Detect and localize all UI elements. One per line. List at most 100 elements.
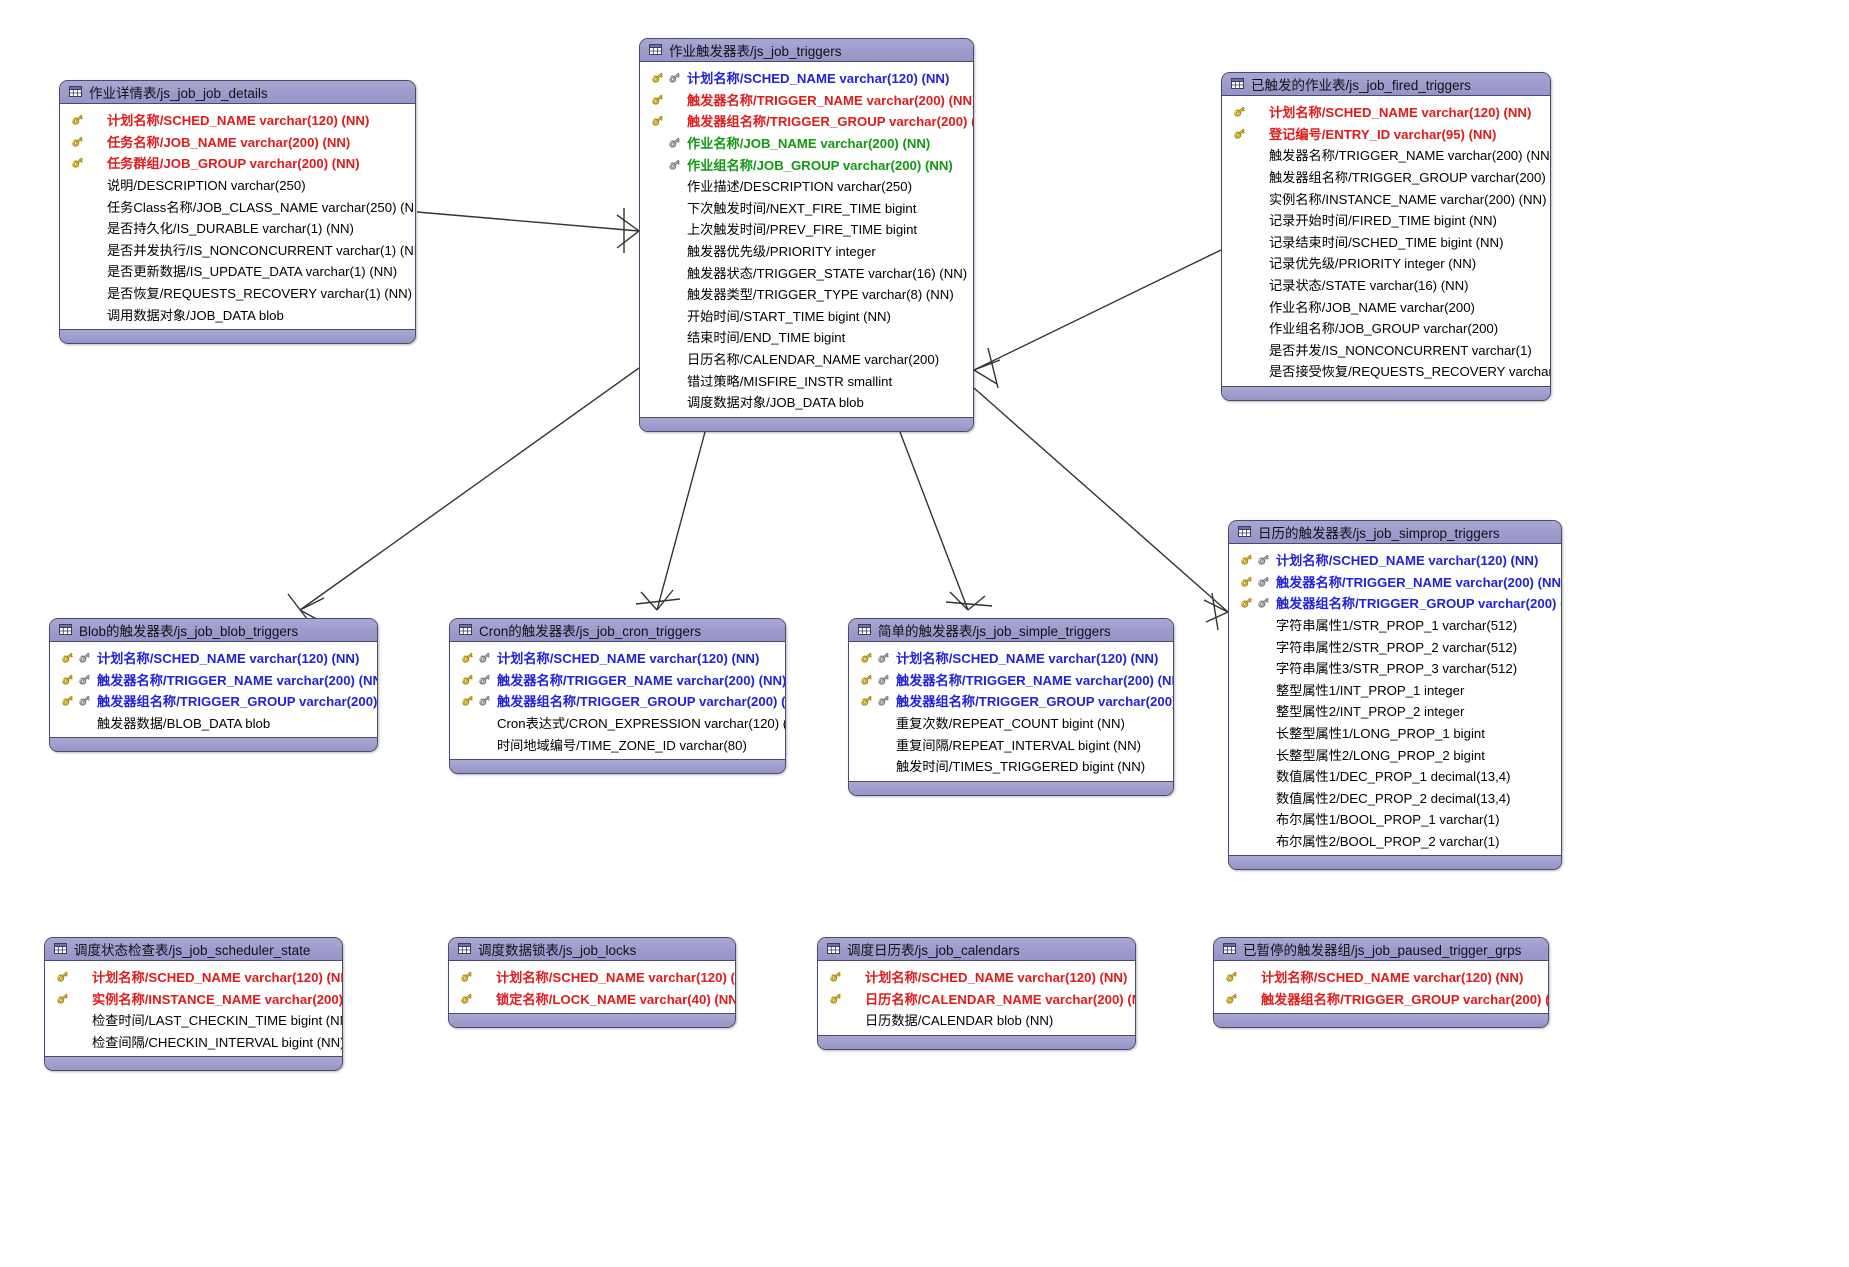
- attribute-row[interactable]: 日历名称/CALENDAR_NAME varchar(200): [640, 348, 973, 370]
- entity-paused_trigger_grps[interactable]: 已暂停的触发器组/js_job_paused_trigger_grps 计划名称/…: [1213, 937, 1549, 1029]
- attribute-row[interactable]: 重复间隔/REPEAT_INTERVAL bigint (NN): [849, 733, 1173, 755]
- entity-header-job_triggers[interactable]: 作业触发器表/js_job_triggers: [640, 39, 973, 62]
- attribute-row[interactable]: 实例名称/INSTANCE_NAME varchar(200) (NN): [1222, 187, 1550, 209]
- attribute-row[interactable]: 是否更新数据/IS_UPDATE_DATA varchar(1) (NN): [60, 260, 415, 282]
- attribute-row[interactable]: 计划名称/SCHED_NAME varchar(120) (NN): [450, 647, 785, 669]
- attribute-row[interactable]: 计划名称/SCHED_NAME varchar(120) (NN): [640, 67, 973, 89]
- entity-locks[interactable]: 调度数据锁表/js_job_locks 计划名称/SCHED_NAME varch…: [448, 937, 736, 1029]
- attribute-row[interactable]: 字符串属性3/STR_PROP_3 varchar(512): [1229, 657, 1561, 679]
- attribute-row[interactable]: 整型属性1/INT_PROP_1 integer: [1229, 679, 1561, 701]
- attribute-row[interactable]: 说明/DESCRIPTION varchar(250): [60, 174, 415, 196]
- attribute-row[interactable]: 调度数据对象/JOB_DATA blob: [640, 391, 973, 413]
- attribute-row[interactable]: 实例名称/INSTANCE_NAME varchar(200) (NN): [45, 988, 342, 1010]
- attribute-row[interactable]: 重复次数/REPEAT_COUNT bigint (NN): [849, 712, 1173, 734]
- entity-header-scheduler_state[interactable]: 调度状态检查表/js_job_scheduler_state: [45, 938, 342, 961]
- attribute-row[interactable]: 触发器数据/BLOB_DATA blob: [50, 712, 377, 734]
- attribute-row[interactable]: 上次触发时间/PREV_FIRE_TIME bigint: [640, 218, 973, 240]
- attribute-row[interactable]: 触发器组名称/TRIGGER_GROUP varchar(200) (NN): [1214, 988, 1548, 1010]
- attribute-row[interactable]: 登记编号/ENTRY_ID varchar(95) (NN): [1222, 123, 1550, 145]
- attribute-row[interactable]: 字符串属性1/STR_PROP_1 varchar(512): [1229, 614, 1561, 636]
- attribute-row[interactable]: 计划名称/SCHED_NAME varchar(120) (NN): [818, 966, 1135, 988]
- attribute-row[interactable]: 触发器名称/TRIGGER_NAME varchar(200) (NN): [640, 89, 973, 111]
- entity-fired_triggers[interactable]: 已触发的作业表/js_job_fired_triggers 计划名称/SCHED_…: [1221, 72, 1551, 401]
- attribute-row[interactable]: 数值属性1/DEC_PROP_1 decimal(13,4): [1229, 765, 1561, 787]
- entity-job_triggers[interactable]: 作业触发器表/js_job_triggers 计划名称/SCHED_NAME va…: [639, 38, 974, 432]
- entity-header-job_details[interactable]: 作业详情表/js_job_job_details: [60, 81, 415, 104]
- attribute-row[interactable]: 触发器组名称/TRIGGER_GROUP varchar(200) (NN): [450, 690, 785, 712]
- attribute-row[interactable]: Cron表达式/CRON_EXPRESSION varchar(120) (NN…: [450, 712, 785, 734]
- attribute-row[interactable]: 开始时间/START_TIME bigint (NN): [640, 305, 973, 327]
- attribute-row[interactable]: 记录结束时间/SCHED_TIME bigint (NN): [1222, 231, 1550, 253]
- attribute-row[interactable]: 作业描述/DESCRIPTION varchar(250): [640, 175, 973, 197]
- attribute-row[interactable]: 计划名称/SCHED_NAME varchar(120) (NN): [849, 647, 1173, 669]
- entity-header-calendars[interactable]: 调度日历表/js_job_calendars: [818, 938, 1135, 961]
- entity-header-fired_triggers[interactable]: 已触发的作业表/js_job_fired_triggers: [1222, 73, 1550, 96]
- entity-simple_triggers[interactable]: 简单的触发器表/js_job_simple_triggers 计划名称/SCHED…: [848, 618, 1174, 796]
- attribute-row[interactable]: 触发器组名称/TRIGGER_GROUP varchar(200) (NN): [849, 690, 1173, 712]
- attribute-row[interactable]: 长整型属性1/LONG_PROP_1 bigint: [1229, 722, 1561, 744]
- attribute-row[interactable]: 触发器名称/TRIGGER_NAME varchar(200) (NN): [50, 669, 377, 691]
- attribute-row[interactable]: 触发时间/TIMES_TRIGGERED bigint (NN): [849, 755, 1173, 777]
- entity-header-locks[interactable]: 调度数据锁表/js_job_locks: [449, 938, 735, 961]
- attribute-row[interactable]: 触发器组名称/TRIGGER_GROUP varchar(200) (NN): [50, 690, 377, 712]
- entity-header-cron_triggers[interactable]: Cron的触发器表/js_job_cron_triggers: [450, 619, 785, 642]
- attribute-row[interactable]: 锁定名称/LOCK_NAME varchar(40) (NN): [449, 988, 735, 1010]
- attribute-row[interactable]: 作业名称/JOB_NAME varchar(200) (NN): [640, 132, 973, 154]
- attribute-row[interactable]: 计划名称/SCHED_NAME varchar(120) (NN): [60, 109, 415, 131]
- attribute-row[interactable]: 长整型属性2/LONG_PROP_2 bigint: [1229, 743, 1561, 765]
- attribute-row[interactable]: 字符串属性2/STR_PROP_2 varchar(512): [1229, 635, 1561, 657]
- attribute-row[interactable]: 计划名称/SCHED_NAME varchar(120) (NN): [50, 647, 377, 669]
- attribute-row[interactable]: 触发器优先级/PRIORITY integer: [640, 240, 973, 262]
- attribute-row[interactable]: 记录状态/STATE varchar(16) (NN): [1222, 274, 1550, 296]
- attribute-row[interactable]: 计划名称/SCHED_NAME varchar(120) (NN): [449, 966, 735, 988]
- attribute-row[interactable]: 数值属性2/DEC_PROP_2 decimal(13,4): [1229, 787, 1561, 809]
- entity-calendars[interactable]: 调度日历表/js_job_calendars 计划名称/SCHED_NAME va…: [817, 937, 1136, 1050]
- attribute-row[interactable]: 触发器组名称/TRIGGER_GROUP varchar(200) (NN): [640, 110, 973, 132]
- attribute-row[interactable]: 日历名称/CALENDAR_NAME varchar(200) (NN): [818, 988, 1135, 1010]
- attribute-row[interactable]: 作业组名称/JOB_GROUP varchar(200) (NN): [640, 153, 973, 175]
- attribute-row[interactable]: 结束时间/END_TIME bigint: [640, 326, 973, 348]
- attribute-row[interactable]: 触发器组名称/TRIGGER_GROUP varchar(200) (NN): [1222, 166, 1550, 188]
- attribute-row[interactable]: 是否接受恢复/REQUESTS_RECOVERY varchar(1): [1222, 360, 1550, 382]
- attribute-row[interactable]: 日历数据/CALENDAR blob (NN): [818, 1009, 1135, 1031]
- attribute-row[interactable]: 记录开始时间/FIRED_TIME bigint (NN): [1222, 209, 1550, 231]
- entity-header-paused_trigger_grps[interactable]: 已暂停的触发器组/js_job_paused_trigger_grps: [1214, 938, 1548, 961]
- attribute-row[interactable]: 调用数据对象/JOB_DATA blob: [60, 303, 415, 325]
- attribute-row[interactable]: 布尔属性2/BOOL_PROP_2 varchar(1): [1229, 830, 1561, 852]
- attribute-row[interactable]: 是否并发/IS_NONCONCURRENT varchar(1): [1222, 339, 1550, 361]
- attribute-row[interactable]: 检查间隔/CHECKIN_INTERVAL bigint (NN): [45, 1031, 342, 1053]
- attribute-row[interactable]: 布尔属性1/BOOL_PROP_1 varchar(1): [1229, 808, 1561, 830]
- entity-cron_triggers[interactable]: Cron的触发器表/js_job_cron_triggers 计划名称/SCHED…: [449, 618, 786, 774]
- attribute-row[interactable]: 时间地域编号/TIME_ZONE_ID varchar(80): [450, 733, 785, 755]
- attribute-row[interactable]: 记录优先级/PRIORITY integer (NN): [1222, 252, 1550, 274]
- attribute-row[interactable]: 检查时间/LAST_CHECKIN_TIME bigint (NN): [45, 1009, 342, 1031]
- attribute-row[interactable]: 触发器状态/TRIGGER_STATE varchar(16) (NN): [640, 261, 973, 283]
- entity-header-blob_triggers[interactable]: Blob的触发器表/js_job_blob_triggers: [50, 619, 377, 642]
- attribute-row[interactable]: 是否恢复/REQUESTS_RECOVERY varchar(1) (NN): [60, 282, 415, 304]
- attribute-row[interactable]: 触发器名称/TRIGGER_NAME varchar(200) (NN): [849, 669, 1173, 691]
- entity-header-simprop_triggers[interactable]: 日历的触发器表/js_job_simprop_triggers: [1229, 521, 1561, 544]
- entity-job_details[interactable]: 作业详情表/js_job_job_details 计划名称/SCHED_NAME …: [59, 80, 416, 344]
- attribute-row[interactable]: 计划名称/SCHED_NAME varchar(120) (NN): [1214, 966, 1548, 988]
- entity-blob_triggers[interactable]: Blob的触发器表/js_job_blob_triggers 计划名称/SCHED…: [49, 618, 378, 753]
- attribute-row[interactable]: 作业名称/JOB_NAME varchar(200): [1222, 295, 1550, 317]
- attribute-row[interactable]: 任务名称/JOB_NAME varchar(200) (NN): [60, 131, 415, 153]
- entity-header-simple_triggers[interactable]: 简单的触发器表/js_job_simple_triggers: [849, 619, 1173, 642]
- attribute-row[interactable]: 触发器类型/TRIGGER_TYPE varchar(8) (NN): [640, 283, 973, 305]
- attribute-row[interactable]: 触发器名称/TRIGGER_NAME varchar(200) (NN): [1229, 571, 1561, 593]
- attribute-row[interactable]: 任务群组/JOB_GROUP varchar(200) (NN): [60, 152, 415, 174]
- attribute-row[interactable]: 下次触发时间/NEXT_FIRE_TIME bigint: [640, 197, 973, 219]
- entity-scheduler_state[interactable]: 调度状态检查表/js_job_scheduler_state 计划名称/SCHED…: [44, 937, 343, 1072]
- entity-simprop_triggers[interactable]: 日历的触发器表/js_job_simprop_triggers 计划名称/SCHE…: [1228, 520, 1562, 871]
- attribute-row[interactable]: 计划名称/SCHED_NAME varchar(120) (NN): [1229, 549, 1561, 571]
- attribute-row[interactable]: 计划名称/SCHED_NAME varchar(120) (NN): [45, 966, 342, 988]
- attribute-row[interactable]: 错过策略/MISFIRE_INSTR smallint: [640, 369, 973, 391]
- attribute-row[interactable]: 触发器名称/TRIGGER_NAME varchar(200) (NN): [1222, 144, 1550, 166]
- attribute-row[interactable]: 触发器组名称/TRIGGER_GROUP varchar(200) (NN): [1229, 592, 1561, 614]
- attribute-row[interactable]: 作业组名称/JOB_GROUP varchar(200): [1222, 317, 1550, 339]
- attribute-row[interactable]: 计划名称/SCHED_NAME varchar(120) (NN): [1222, 101, 1550, 123]
- attribute-row[interactable]: 触发器名称/TRIGGER_NAME varchar(200) (NN): [450, 669, 785, 691]
- attribute-row[interactable]: 任务Class名称/JOB_CLASS_NAME varchar(250) (N…: [60, 195, 415, 217]
- attribute-row[interactable]: 整型属性2/INT_PROP_2 integer: [1229, 700, 1561, 722]
- attribute-row[interactable]: 是否持久化/IS_DURABLE varchar(1) (NN): [60, 217, 415, 239]
